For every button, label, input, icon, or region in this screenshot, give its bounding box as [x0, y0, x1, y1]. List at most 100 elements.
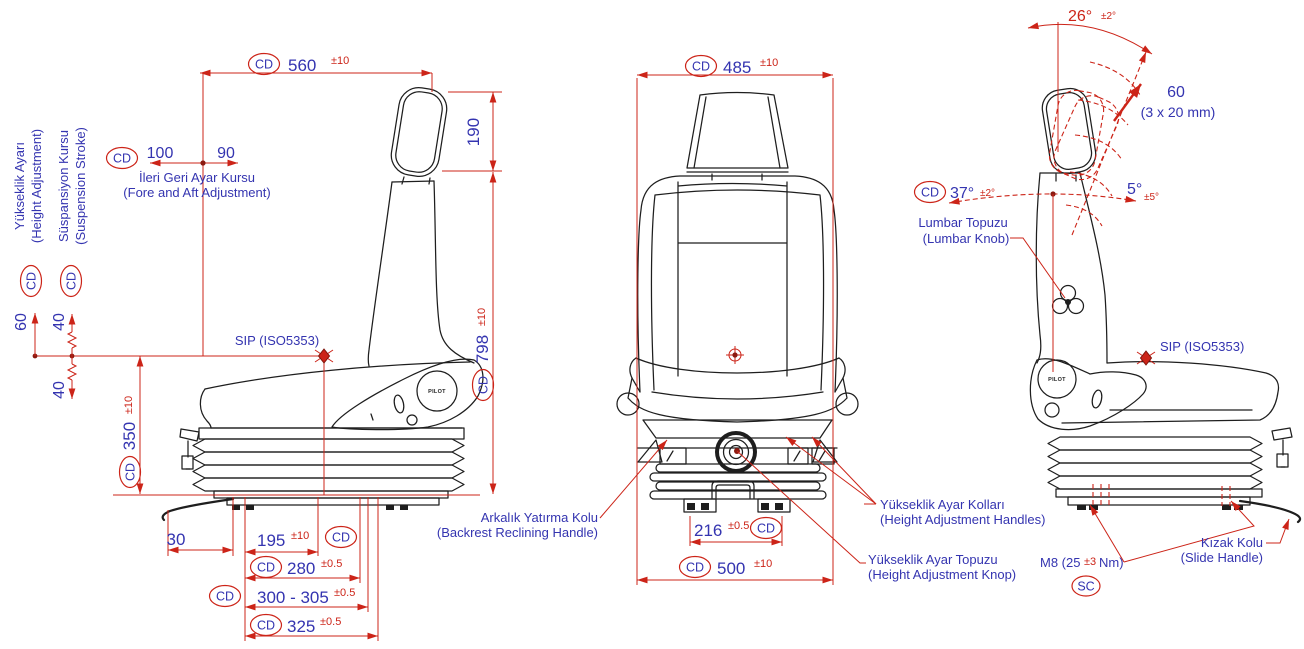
dim-560-tol: ±10 [331, 55, 349, 67]
bellows-band [649, 472, 827, 482]
lumbar-label-tr: Lumbar Topuzu [918, 215, 1007, 230]
bellows-band [655, 481, 821, 491]
angle-view: PILOT 26° ±2° [913, 8, 1302, 597]
leader-handles-line-2 [811, 436, 877, 505]
side-dimensions: CD 560 ±10 190 ±10 798 CD ±10 350 CD [12, 52, 502, 641]
front-recline-knob-right [835, 392, 859, 416]
dim-280: CD 280 ±0.5 [245, 555, 360, 582]
foreaft-back-value: 90 [217, 145, 235, 162]
front-headrest-inner [693, 96, 781, 169]
side-headrest-inner [395, 91, 443, 173]
cd-badge [249, 555, 283, 579]
cd-badge-label: CD [921, 186, 939, 200]
front-seat-outline [616, 91, 859, 513]
stroke-40down-value: 40 [51, 381, 68, 399]
extension-lines [167, 497, 379, 641]
angle-headrest-inner [1045, 92, 1093, 170]
height-knob-label-en: (Height Adjustment Knop) [868, 567, 1016, 582]
dim-216-tol: ±0.5 [728, 520, 749, 532]
front-cushion-seam [651, 391, 824, 400]
cd-badge: CD [19, 264, 43, 298]
dim-325-tol: ±0.5 [320, 616, 341, 628]
dim-485: CD 485 ±10 [637, 54, 833, 79]
front-backrest-panel [677, 181, 788, 377]
angle-base-rail-lower [1067, 496, 1251, 506]
front-foot-bolt [775, 503, 783, 510]
back-angle-5: 5° ±5° [1127, 181, 1159, 203]
cd-badge [324, 525, 358, 549]
slide-handle-leader [1266, 518, 1290, 544]
slide-handle-label: Kızak Kolu (Slide Handle) [1181, 518, 1290, 565]
bellows-fold [192, 464, 465, 479]
bellows-fold [1047, 436, 1263, 451]
m8-label-b: Nm) [1099, 555, 1124, 570]
leader-knob-line [736, 450, 866, 564]
front-view: CD 485 ±10 216 ±0.5 CD CD 500 ±10 Arkalı… [437, 54, 1045, 585]
angle-panel-slot [1091, 389, 1103, 409]
dim-560-value: 560 [288, 56, 316, 75]
bellows-fold [192, 451, 465, 466]
dim-195: 195 ±10 CD [245, 525, 358, 556]
bellows-band [655, 463, 821, 473]
dim-190-value: 190 [464, 118, 483, 146]
angle-headrest-outer [1041, 87, 1097, 175]
angle-slide-handle [1238, 499, 1302, 524]
side-bellows [192, 438, 465, 492]
angle-headrest [1041, 87, 1097, 175]
sip-label: SIP (ISO5353) [1160, 339, 1244, 354]
height-knob-label-tr: Yükseklik Ayar Topuzu [868, 552, 998, 567]
suspension-stroke-label-en: (Suspension Stroke) [73, 127, 88, 245]
angle-cushion [1061, 360, 1280, 424]
lumbar-label: Lumbar Topuzu (Lumbar Knob) [918, 215, 1066, 299]
front-flange-wings [637, 439, 838, 463]
bottom-dimensions: 30 195 ±10 CD CD 280 ±0.5 CD 300 - 305 [113, 494, 480, 641]
dim-500-value: 500 [717, 559, 745, 578]
stroke-arrows: 60 40 40 CD CD [13, 264, 82, 400]
headrest-travel-value: 60 [1167, 84, 1185, 101]
recline-handle-label-en: (Backrest Reclining Handle) [437, 525, 598, 540]
angle-backrest-front [1079, 172, 1108, 364]
angle-base-rail-upper [1055, 488, 1263, 498]
bellows-fold [192, 477, 465, 492]
front-backrest [637, 175, 838, 393]
dim-280-tol: ±0.5 [321, 558, 342, 570]
shock-lever-paddle [179, 428, 200, 442]
m8-label-tol: ±3 [1084, 556, 1096, 568]
angle-recliner-disc [1037, 359, 1077, 399]
side-seat-frame [198, 427, 465, 440]
stroke-40down-spring [66, 363, 78, 381]
height-handles-label-tr: Yükseklik Ayar Kolları [880, 497, 1005, 512]
lumbar-knob-lobe [1051, 297, 1069, 315]
m8-note: M8 (25 ±3 Nm) SC [1040, 484, 1255, 597]
lumbar-leader [1010, 237, 1066, 299]
front-foot-bolt [701, 503, 709, 510]
suspension-stroke-label-tr: Süspansiyon Kursu [56, 130, 71, 242]
stroke-40up-spring [66, 331, 78, 349]
side-recliner-panel [331, 358, 484, 431]
m8-leader-left [1089, 504, 1125, 563]
cd-badge-label: CD [332, 531, 350, 545]
cd-badge-oval [118, 455, 142, 489]
side-panel-pivot [406, 414, 418, 426]
headrest-travel-detail: (3 x 20 mm) [1141, 104, 1216, 120]
front-handle-ticks [666, 450, 826, 462]
sip-label: SIP (ISO5353) [235, 333, 319, 348]
side-cushion-front [199, 388, 212, 429]
front-wing-sides [629, 357, 846, 393]
front-height-handle-1 [787, 447, 809, 465]
side-seat-outline: PILOT [161, 87, 484, 522]
front-u-pipe [711, 480, 755, 499]
slide-handle-label-en: (Slide Handle) [1181, 550, 1263, 565]
lumbar-knob-lobe [1067, 297, 1085, 315]
front-feet [683, 498, 791, 513]
front-recline-knob-left [616, 392, 640, 416]
angle-seat-outline: PILOT [1029, 87, 1302, 524]
front-dimensions: CD 485 ±10 216 ±0.5 CD CD 500 ±10 Arkalı… [437, 54, 1045, 585]
dim-190: 190 [442, 91, 502, 172]
headrest-travel-arrow [1113, 83, 1142, 122]
m8-leader-right [1123, 500, 1255, 563]
cd-badge [249, 613, 283, 637]
angle-26-value: 26° [1068, 8, 1092, 25]
angle-5-tol: ±5° [1144, 192, 1159, 203]
side-base-bolt [232, 505, 240, 510]
